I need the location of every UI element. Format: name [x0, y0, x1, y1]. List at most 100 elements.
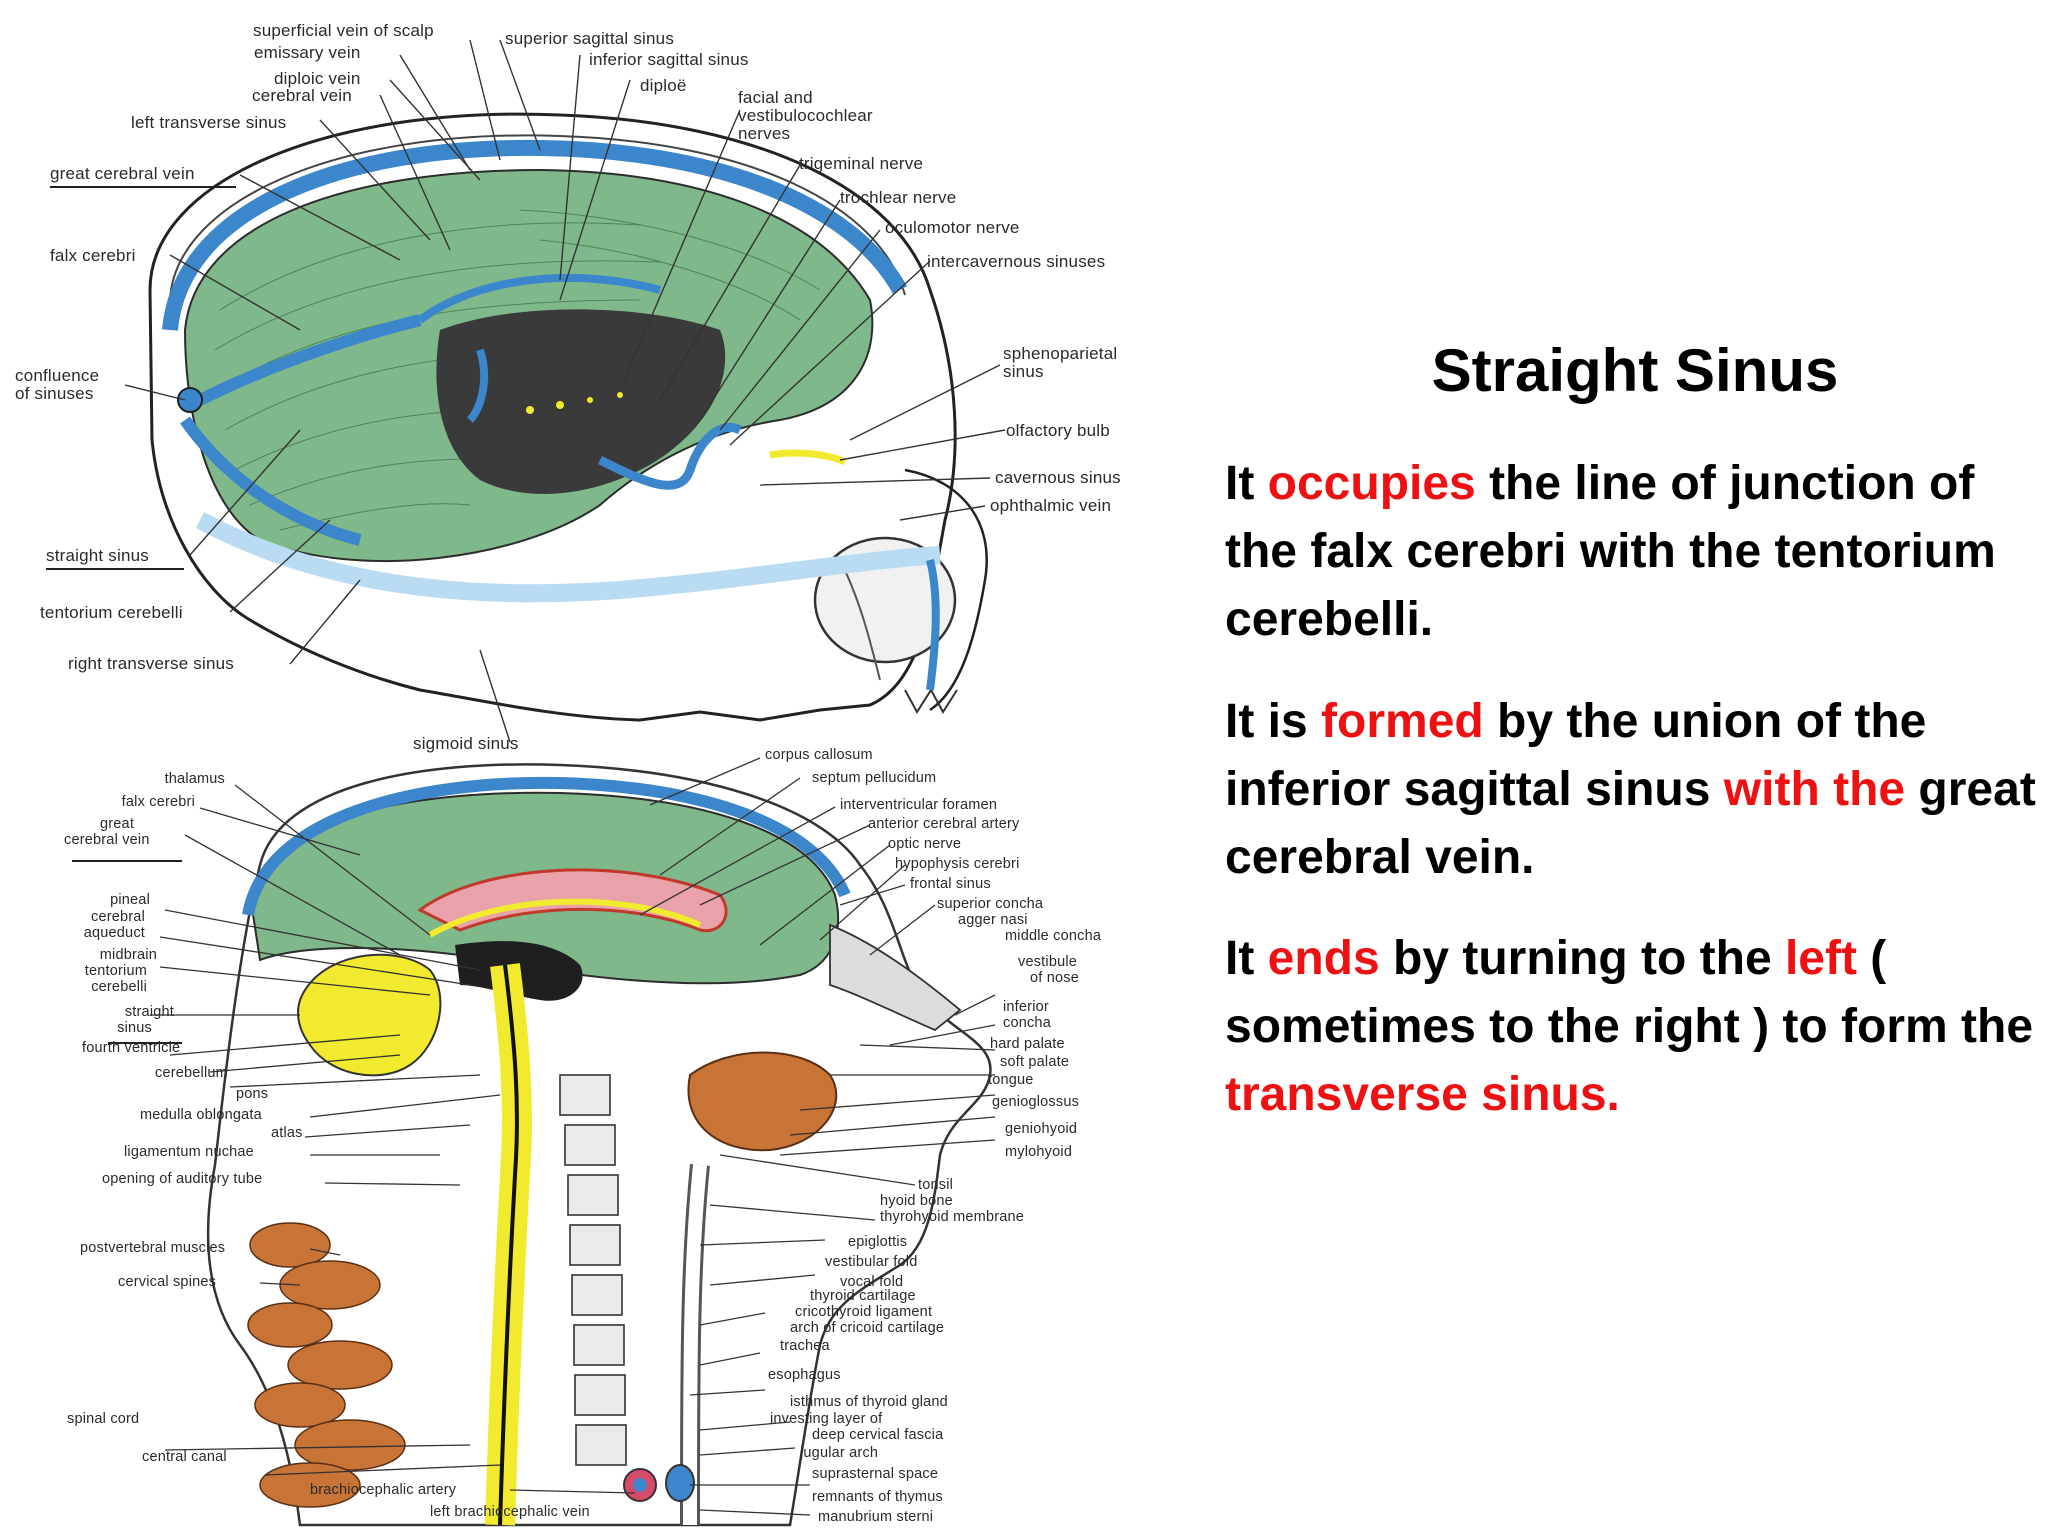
body-text: the line of junction of the falx cerebri…: [1225, 457, 1996, 646]
label-manubrium-sterni: manubrium sterni: [818, 1509, 934, 1525]
tentorium-shape: [195, 512, 941, 603]
label-investing-1: investing layer of: [770, 1411, 883, 1427]
label-left-brachiocephalic-vein: left brachiocephalic vein: [430, 1504, 590, 1520]
label-isthmus-thyroid: isthmus of thyroid gland: [790, 1394, 948, 1410]
sagittal-sinus-blue: [242, 776, 851, 917]
label-intercavernous-sinuses: intercavernous sinuses: [927, 252, 1106, 271]
straight-sinus-shape: [197, 314, 422, 406]
label-inferior-2: concha: [1003, 1015, 1051, 1031]
label-remnants-thymus: remnants of thymus: [812, 1489, 943, 1505]
dural-sinus-diagram: [124, 39, 1006, 743]
label-atlas: atlas: [271, 1125, 303, 1141]
label-cerebral-vein: cerebral vein: [252, 86, 352, 105]
label-great-1: great: [100, 816, 135, 832]
vertebral-column: [559, 1074, 627, 1466]
label-inferior-1: inferior: [1003, 999, 1049, 1015]
postvertebral-muscles-shape: [247, 1222, 406, 1508]
label-thyrohyoid-membrane: thyrohyoid membrane: [880, 1209, 1025, 1225]
label-left-transverse-sinus: left transverse sinus: [131, 113, 287, 132]
label-central-canal: central canal: [142, 1449, 227, 1465]
label-confluence-2: of sinuses: [15, 384, 94, 403]
label-frontal-sinus: frontal sinus: [910, 876, 991, 892]
label-diploic-vein: diploic vein: [274, 69, 361, 88]
label-midbrain: midbrain: [99, 947, 157, 963]
label-straight-2: sinus: [117, 1020, 152, 1036]
label-tentorium-cerebelli: tentorium cerebelli: [40, 603, 183, 622]
label-superior-concha: superior concha: [937, 896, 1044, 912]
emphasis-text: left: [1784, 932, 1857, 985]
slide-title: Straight Sinus: [1431, 337, 1839, 404]
paragraph-ends: It ends by turning to the left ( sometim…: [1225, 925, 2040, 1129]
brachiocephalic-vein-shape: [665, 1464, 695, 1502]
inferior-sagittal-sinus-shape: [417, 273, 662, 324]
label-opening-auditory-tube: opening of auditory tube: [102, 1171, 263, 1187]
label-vocal-fold: vocal fold: [840, 1274, 904, 1290]
label-oculomotor-nerve: oculomotor nerve: [885, 218, 1020, 237]
paragraph-occupies: It occupies the line of junction of the …: [1225, 450, 2040, 654]
label-tentorium-2: cerebelli: [91, 979, 147, 995]
label-sphenoparietal-2: sinus: [1003, 362, 1044, 381]
sagittal-head-neck-diagram: [72, 757, 996, 1527]
label-middle-concha: middle concha: [1005, 928, 1102, 944]
label-corpus-callosum: corpus callosum: [765, 747, 873, 763]
label-spinal-cord: spinal cord: [67, 1411, 140, 1427]
label-great-cerebral-vein: great cerebral vein: [50, 164, 195, 183]
label-facial-nerves-3: nerves: [738, 124, 791, 143]
label-cavernous-sinus: cavernous sinus: [995, 468, 1121, 487]
label-hard-palate: hard palate: [990, 1036, 1065, 1052]
emphasis-text: ends: [1267, 932, 1380, 985]
label-soft-palate: soft palate: [1000, 1054, 1070, 1070]
label-straight-1: straight: [124, 1004, 174, 1020]
label-cerebral-aqueduct-2: aqueduct: [83, 925, 145, 941]
emphasis-text: occupies: [1267, 457, 1476, 510]
label-vestibular-fold: vestibular fold: [825, 1254, 918, 1270]
label-anterior-cerebral-artery: anterior cerebral artery: [868, 816, 1020, 832]
underline-great-cerebral-vein: [50, 186, 236, 188]
label-inferior-sagittal-sinus: inferior sagittal sinus: [589, 50, 749, 69]
label-pineal: pineal: [110, 892, 150, 908]
label-great-2: cerebral vein: [64, 832, 150, 848]
label-cerebral-aqueduct-1: cerebral: [91, 909, 145, 925]
emphasis-text: formed: [1321, 695, 1484, 748]
label-tonsil: tonsil: [918, 1177, 954, 1193]
tongue-shape: [687, 1051, 838, 1152]
body-text: by turning to the: [1379, 932, 1785, 985]
label-hyoid-bone: hyoid bone: [880, 1193, 953, 1209]
label-sigmoid-sinus: sigmoid sinus: [413, 734, 519, 753]
fornix-yellow: [428, 898, 702, 938]
label-brachiocephalic-artery: brachiocephalic artery: [310, 1482, 457, 1498]
label-tentorium-1: tentorium: [84, 963, 147, 979]
label-superficial-vein-of-scalp: superficial vein of scalp: [253, 21, 434, 40]
label-ligamentum-nuchae: ligamentum nuchae: [124, 1144, 254, 1160]
label-facial-nerves-2: vestibulocochlear: [738, 106, 873, 125]
label-falx-cerebri: falx cerebri: [50, 246, 136, 265]
label-cervical-spines: cervical spines: [118, 1274, 217, 1290]
label-diploe: diploë: [640, 76, 687, 95]
label-facial-nerves-1: facial and: [738, 88, 813, 107]
label-thalamus: thalamus: [164, 771, 225, 787]
label-thyroid-cartilage: thyroid cartilage: [810, 1288, 916, 1304]
label-ophthalmic-vein: ophthalmic vein: [990, 496, 1112, 515]
label-epiglottis: epiglottis: [848, 1234, 908, 1250]
label-postvertebral-muscles: postvertebral muscles: [80, 1240, 226, 1256]
label-optic-nerve: optic nerve: [888, 836, 962, 852]
body-text: It: [1225, 457, 1268, 510]
label-esophagus: esophagus: [768, 1367, 841, 1383]
label-fourth-ventricle: fourth ventricle: [82, 1040, 181, 1056]
label-trachea: trachea: [780, 1338, 830, 1354]
label-emissary-vein: emissary vein: [254, 43, 361, 62]
label-investing-2: deep cervical fascia: [812, 1427, 944, 1443]
body-text: ( sometimes to the right ) to form the: [1225, 932, 2034, 1053]
label-suprasternal-space: suprasternal space: [812, 1466, 939, 1482]
confluence-shape: [177, 387, 203, 413]
emphasis-text: with the: [1723, 763, 1906, 816]
label-geniohyoid: geniohyoid: [1005, 1121, 1078, 1137]
paragraph-formed: It is formed by the union of the inferio…: [1225, 688, 2040, 892]
label-falx-cerebri-bottom: falx cerebri: [121, 794, 195, 810]
body-text: It: [1225, 932, 1268, 985]
label-septum-pellucidum: septum pellucidum: [812, 770, 937, 786]
emphasis-text: transverse sinus.: [1225, 1068, 1620, 1121]
skull-inner-table: [169, 134, 906, 301]
body-text: by the union of the inferior sagittal si…: [1225, 695, 1927, 816]
